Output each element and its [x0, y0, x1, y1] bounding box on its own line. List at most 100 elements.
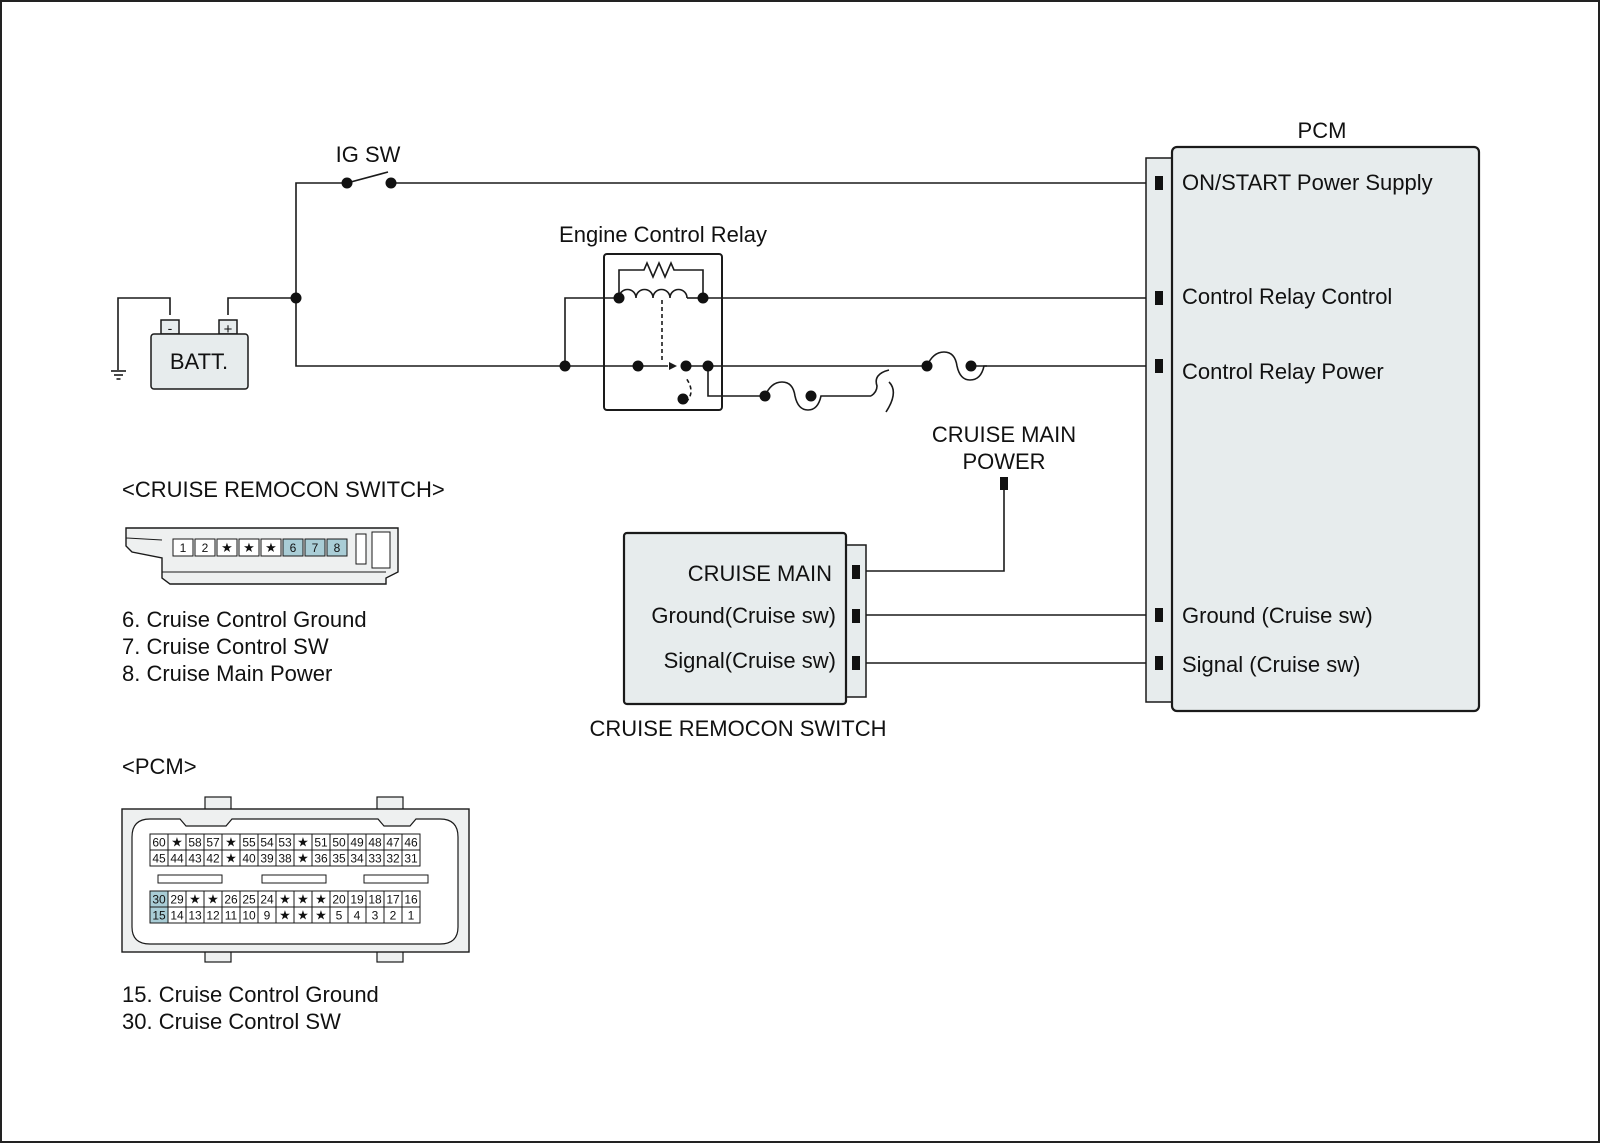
pcm-title: PCM — [1298, 118, 1347, 143]
wire-batt-relay — [295, 298, 638, 367]
cruise-terminal-ground: Ground(Cruise sw) — [651, 603, 836, 628]
connector-pin: ★ — [293, 849, 313, 867]
connector-pin: 20 — [329, 890, 349, 908]
pin-label: 32 — [386, 852, 400, 866]
pin-label: 17 — [386, 893, 400, 907]
pin-label: ★ — [225, 835, 237, 850]
connector-pin: ★ — [293, 833, 313, 851]
connector-pin: 6 — [282, 538, 304, 557]
pin-label: ★ — [225, 851, 237, 866]
pcm-terminal-pins — [1155, 176, 1163, 670]
cruise-main-power-pin — [1000, 477, 1008, 490]
connector-pin: 47 — [383, 833, 403, 851]
pcm-terminal-ground: Ground (Cruise sw) — [1182, 603, 1373, 628]
connector-pin: 53 — [275, 833, 295, 851]
connector-pin: 9 — [257, 906, 277, 924]
pin-label: ★ — [297, 851, 309, 866]
pin-label: 16 — [404, 893, 418, 907]
pin-label: 57 — [206, 836, 220, 850]
connector-pin: 43 — [185, 849, 205, 867]
wire-ig-feed — [295, 182, 347, 298]
connector-pin: 51 — [311, 833, 331, 851]
pcm-terminal-on-start: ON/START Power Supply — [1182, 170, 1433, 195]
connector-pin: 2 — [383, 906, 403, 924]
pin-label: 39 — [260, 852, 274, 866]
cruise-main-power-label-2: POWER — [962, 449, 1045, 474]
pin-label: 13 — [188, 909, 202, 923]
connector-pin: 60 — [149, 833, 169, 851]
pin-label: ★ — [207, 892, 219, 907]
pin-label: 14 — [170, 909, 184, 923]
connector-pin: ★ — [260, 538, 282, 557]
wire-batt-ground — [117, 297, 171, 370]
connector-pin: 12 — [203, 906, 223, 924]
connector-pin: ★ — [293, 890, 313, 908]
wire-relay-coil-feed — [564, 297, 619, 366]
battery — [150, 333, 249, 390]
pin-label: 60 — [152, 836, 166, 850]
pin-label: 33 — [368, 852, 382, 866]
pin-label: ★ — [171, 835, 183, 850]
pin-label: 8 — [334, 541, 341, 555]
pin-label: 24 — [260, 893, 274, 907]
connector-pin: ★ — [221, 833, 241, 851]
connector-pin: ★ — [275, 890, 295, 908]
pin-label: 2 — [390, 909, 397, 923]
pin-label: 55 — [242, 836, 256, 850]
connector-pin: 34 — [347, 849, 367, 867]
connector-pin: 33 — [365, 849, 385, 867]
connector-pin: 40 — [239, 849, 259, 867]
pin-label: 5 — [336, 909, 343, 923]
pin-label: 2 — [202, 541, 209, 555]
pin-label: 29 — [170, 893, 184, 907]
connector-pin: 46 — [401, 833, 421, 851]
connector-cruise-legend-7: 7. Cruise Control SW — [122, 634, 329, 659]
connector-pin: 36 — [311, 849, 331, 867]
connector-pin: 57 — [203, 833, 223, 851]
battery-minus-label: - — [168, 320, 173, 336]
connector-pin: 30 — [149, 890, 169, 908]
pin-label: 11 — [225, 909, 238, 923]
connector-pin: 49 — [347, 833, 367, 851]
connector-pcm-legend-30: 30. Cruise Control SW — [122, 1009, 341, 1034]
connector-pin: 17 — [383, 890, 403, 908]
connector-pin: ★ — [293, 906, 313, 924]
connector-pin: 58 — [185, 833, 205, 851]
cruise-terminal-signal: Signal(Cruise sw) — [664, 648, 836, 673]
connector-cruise-legend-8: 8. Cruise Main Power — [122, 661, 332, 686]
fuse-2 — [764, 381, 871, 411]
pin-label: 58 — [188, 836, 202, 850]
connector-pin: 10 — [239, 906, 259, 924]
connector-pin: 29 — [167, 890, 187, 908]
pin-label: ★ — [221, 540, 233, 555]
pin-label: 30 — [152, 893, 166, 907]
connector-pin: 14 — [167, 906, 187, 924]
pin-label: 50 — [332, 836, 346, 850]
pcm-terminal-relay-control: Control Relay Control — [1182, 284, 1392, 309]
pin-label: 43 — [188, 852, 202, 866]
connector-pin: ★ — [167, 833, 187, 851]
connector-pin: 4 — [347, 906, 367, 924]
connector-cruise-title: <CRUISE REMOCON SWITCH> — [122, 477, 445, 502]
connector-pin: ★ — [203, 890, 223, 908]
ig-switch-blade — [346, 171, 389, 184]
pin-label: ★ — [265, 540, 277, 555]
connector-pin: 16 — [401, 890, 421, 908]
pin-label: 9 — [264, 909, 271, 923]
connector-pin: 19 — [347, 890, 367, 908]
pin-label: ★ — [297, 892, 309, 907]
connector-pcm-legend-15: 15. Cruise Control Ground — [122, 982, 379, 1007]
connector-pin: 50 — [329, 833, 349, 851]
connector-pin: ★ — [311, 890, 331, 908]
connector-pin: 11 — [221, 906, 241, 924]
connector-pin: 32 — [383, 849, 403, 867]
pin-label: 42 — [206, 852, 220, 866]
connector-pcm-title: <PCM> — [122, 754, 197, 779]
battery-label: BATT. — [170, 349, 228, 374]
connector-pin: 8 — [326, 538, 348, 557]
pin-label: 20 — [332, 893, 346, 907]
connector-cruise-legend-6: 6. Cruise Control Ground — [122, 607, 367, 632]
connector-pin: 35 — [329, 849, 349, 867]
pin-label: 38 — [278, 852, 292, 866]
wire-cruise-main — [860, 489, 1005, 572]
